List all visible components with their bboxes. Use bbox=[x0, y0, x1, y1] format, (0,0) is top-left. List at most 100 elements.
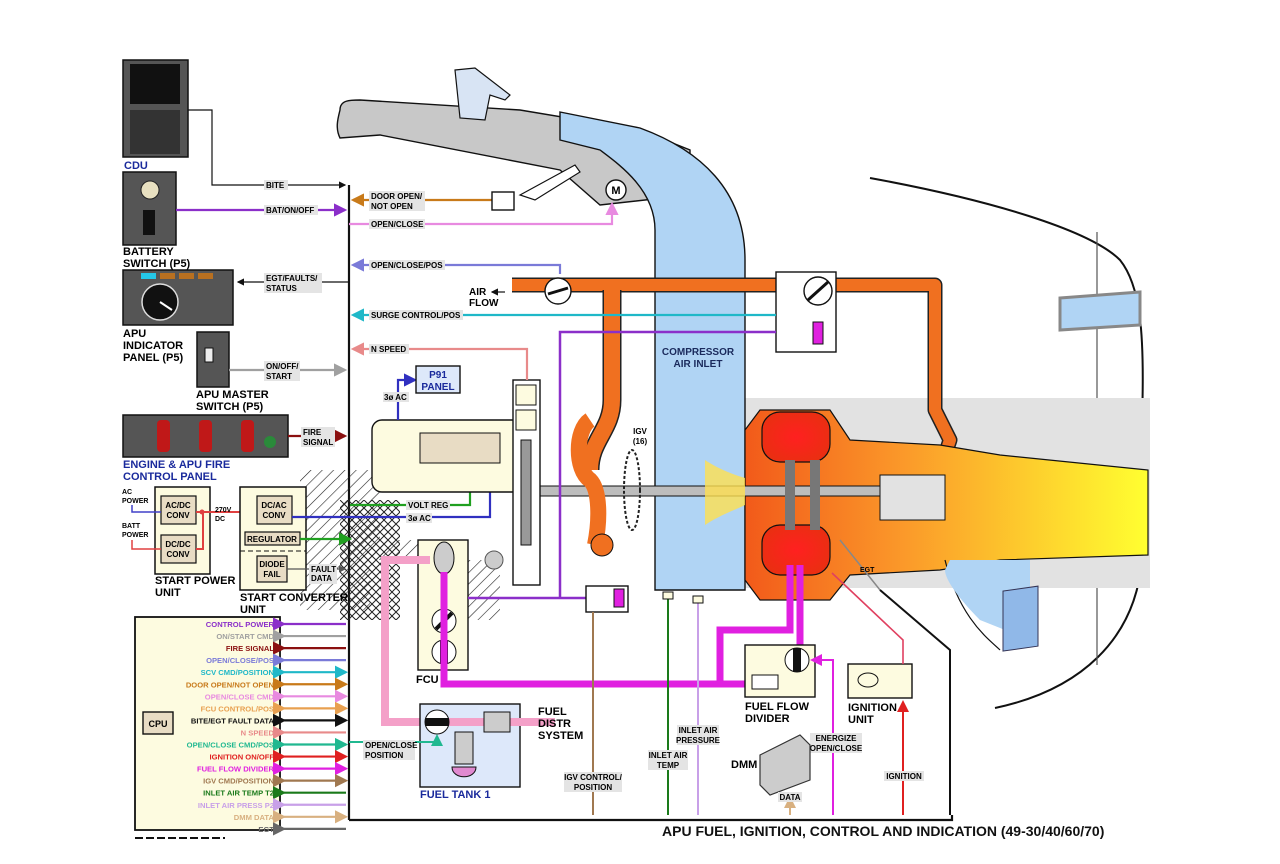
ecu-signal-row: DOOR OPEN/NOT OPEN bbox=[186, 677, 349, 691]
battery-switch-label-1: BATTERY bbox=[123, 246, 174, 258]
fault-light bbox=[179, 273, 194, 279]
ecu-signal-row: OPEN/CLOSE/POS bbox=[206, 653, 346, 667]
three-phase-tag-bg bbox=[406, 513, 432, 523]
ignition-unit-label-1: IGNITION bbox=[848, 702, 897, 714]
speed-sensor-2 bbox=[515, 409, 537, 431]
inlet-air-pressure-tag-bg bbox=[677, 725, 719, 745]
ecu-signal-row: IGV CMD/POSITION bbox=[203, 774, 349, 788]
apu-master-toggle[interactable] bbox=[204, 347, 214, 363]
igniter-lead bbox=[831, 572, 904, 664]
door-actuator-arm bbox=[518, 164, 581, 201]
speed-sensor-1 bbox=[515, 384, 537, 406]
batt-power-label-2: POWER bbox=[122, 532, 148, 539]
inlet-air-temp-tag-bg bbox=[648, 750, 688, 770]
igv-control-label-2: POSITION bbox=[574, 783, 612, 792]
inlet-air-pressure-label-1: INLET AIR bbox=[679, 726, 718, 735]
compressor-scroll-end bbox=[590, 533, 614, 557]
diode-fail-label-1: DIODE bbox=[259, 560, 285, 569]
combustor-lower bbox=[761, 524, 831, 576]
ecu-signal-row: OPEN/CLOSE CMD bbox=[205, 689, 349, 703]
inlet-air-temp-label-1: INLET AIR bbox=[649, 751, 688, 760]
inlet-air-pressure-label-2: PRESSURE bbox=[676, 736, 721, 745]
fuel-pump-gears bbox=[433, 541, 455, 575]
fire-test-switch[interactable] bbox=[264, 436, 276, 448]
bleed-duct-down bbox=[582, 290, 620, 471]
compressor-inlet-label-1: COMPRESSOR bbox=[662, 347, 735, 358]
open-close-pos-label: OPEN/CLOSE/POS bbox=[371, 261, 443, 270]
motor-label: M bbox=[611, 185, 620, 197]
servo-fuel-line bbox=[558, 330, 776, 598]
compressor-impeller-glow bbox=[705, 460, 745, 525]
diode-fail-box bbox=[256, 555, 288, 583]
ecu-signal-label: DMM DATA bbox=[234, 813, 275, 822]
ecu-signal-label: IGNITION ON/OFF bbox=[209, 753, 274, 762]
cdu-screen bbox=[130, 64, 180, 104]
generator-rotor bbox=[419, 432, 501, 464]
egt-faults-label-2: STATUS bbox=[266, 284, 297, 293]
tailcone bbox=[879, 474, 946, 521]
ignition-label: IGNITION bbox=[886, 772, 922, 781]
surge-valve-actuator bbox=[812, 321, 824, 345]
ecu-signal-row: N SPEED bbox=[241, 725, 346, 740]
batt-power-label-1: BATT bbox=[122, 523, 141, 530]
apu-shaft bbox=[519, 485, 881, 497]
door-position-switch bbox=[491, 191, 515, 211]
engine-2-fire-handle[interactable] bbox=[241, 420, 254, 452]
p91-3ph-label: 3ø AC bbox=[384, 393, 407, 402]
bite-label: BITE bbox=[266, 181, 285, 190]
bat-tag-bg bbox=[264, 205, 318, 215]
ffd-gate bbox=[793, 648, 801, 672]
fire-signal-label-1: FIRE bbox=[303, 428, 322, 437]
egt-label: EGT bbox=[860, 567, 875, 574]
surge-valve-plate bbox=[806, 280, 830, 302]
ecu-signal-row: BITE/EGT FAULT DATA bbox=[191, 713, 349, 728]
n-speed-tag-bg bbox=[369, 344, 409, 354]
dmm-device bbox=[759, 734, 811, 796]
ecu-signal-row: INLET AIR TEMP T2 bbox=[203, 786, 346, 800]
ac-power-label-2: POWER bbox=[122, 498, 148, 505]
battery-toggle bbox=[143, 210, 155, 235]
volt-reg-label: VOLT REG bbox=[408, 501, 448, 510]
ecu-signal-label: INLET AIR TEMP T2 bbox=[203, 789, 274, 798]
battery-knob-icon bbox=[140, 180, 160, 200]
ac-power-line bbox=[131, 505, 161, 513]
fuel-distr-label-3: SYSTEM bbox=[538, 730, 583, 742]
ac-dc-conv-label-1: AC/DC bbox=[165, 501, 191, 510]
ac-power-label-1: AC bbox=[122, 489, 132, 496]
engine-1-fire-handle[interactable] bbox=[157, 420, 170, 452]
ecu-signal-row: FIRE SIGNAL bbox=[226, 641, 346, 655]
bottom-bus bbox=[349, 815, 954, 822]
ecu-signal-row: FUEL FLOW DIVIDER bbox=[197, 761, 349, 776]
inlet-air-temp-label-2: TEMP bbox=[657, 761, 680, 770]
three-phase-label: 3ø AC bbox=[408, 514, 431, 523]
egt-probe-line bbox=[839, 539, 881, 591]
ac-dc-conv-box bbox=[160, 495, 197, 525]
egt-harness bbox=[879, 589, 951, 815]
fuel-valve-tag-bg bbox=[363, 740, 415, 760]
gear-train bbox=[520, 439, 532, 546]
cpu-box bbox=[142, 711, 174, 735]
gearbox-drive-gear-icon bbox=[484, 550, 504, 570]
low-oil-light bbox=[160, 273, 175, 279]
fault-data-label-2: DATA bbox=[311, 574, 332, 583]
door-open-tag-bg bbox=[369, 191, 425, 211]
ffd-spring bbox=[751, 674, 779, 690]
open-close-label: OPEN/CLOSE bbox=[371, 220, 424, 229]
compressor-air-inlet-duct bbox=[559, 111, 746, 591]
ignition-unit-box bbox=[847, 663, 913, 699]
diagram-title: APU FUEL, IGNITION, CONTROL AND INDICATI… bbox=[662, 823, 1104, 839]
p91-label-2: PANEL bbox=[421, 382, 454, 393]
apu-fire-handle[interactable] bbox=[199, 420, 212, 452]
ecu-signal-label: SCV CMD/POSITION bbox=[201, 668, 274, 677]
ecu-signal-row: CONTROL POWER bbox=[206, 617, 346, 631]
energize-open-close-line bbox=[810, 654, 834, 815]
igv-label-2: (16) bbox=[633, 437, 648, 446]
air-flow-label-2: FLOW bbox=[469, 298, 499, 309]
igv-actuator-piston bbox=[613, 588, 625, 608]
oil-cooler bbox=[1002, 585, 1039, 652]
ecu-signal-label: N SPEED bbox=[241, 728, 275, 737]
fcu-label: FCU bbox=[416, 674, 439, 686]
egt-faults-tag-bg bbox=[264, 273, 322, 293]
on-off-start-label-1: ON/OFF/ bbox=[266, 362, 299, 371]
fault-data-label-1: FAULT bbox=[311, 565, 336, 574]
